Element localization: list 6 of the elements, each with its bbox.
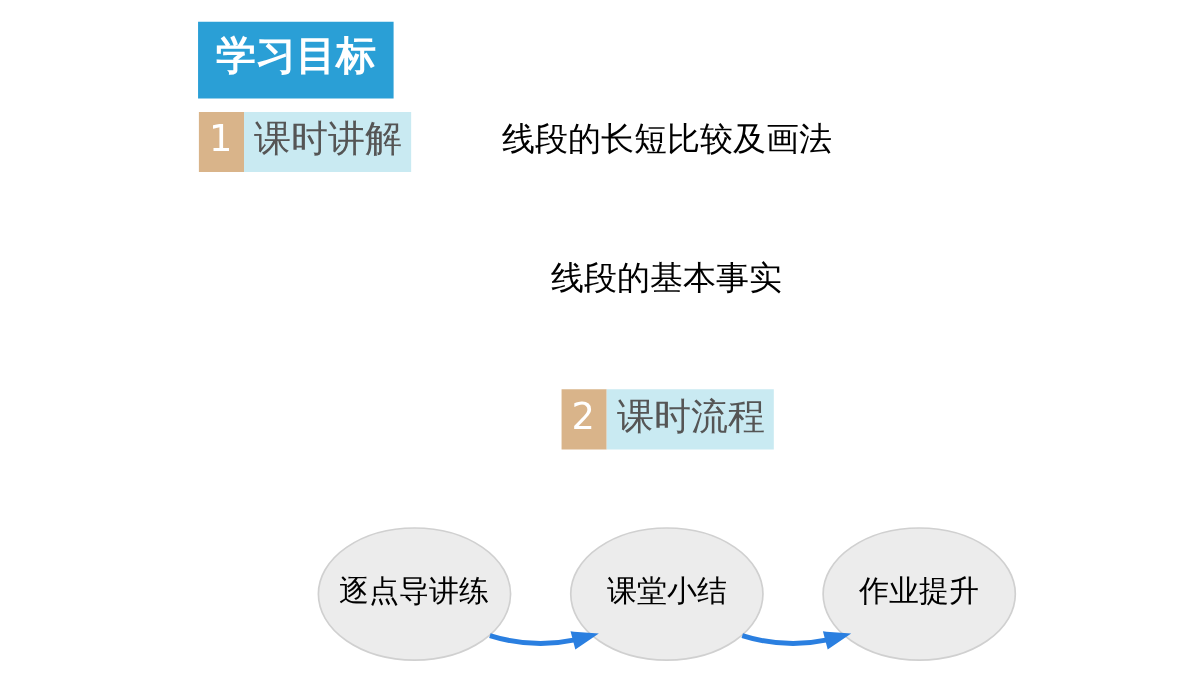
node-ellipse: 逐点导讲练	[317, 527, 512, 661]
arrow	[489, 631, 599, 650]
diagram-title: 学习目标	[215, 31, 376, 78]
arrow	[741, 631, 852, 650]
label: 线段的基本事实	[551, 258, 783, 298]
label: 线段的长短比较及画法	[501, 119, 832, 159]
